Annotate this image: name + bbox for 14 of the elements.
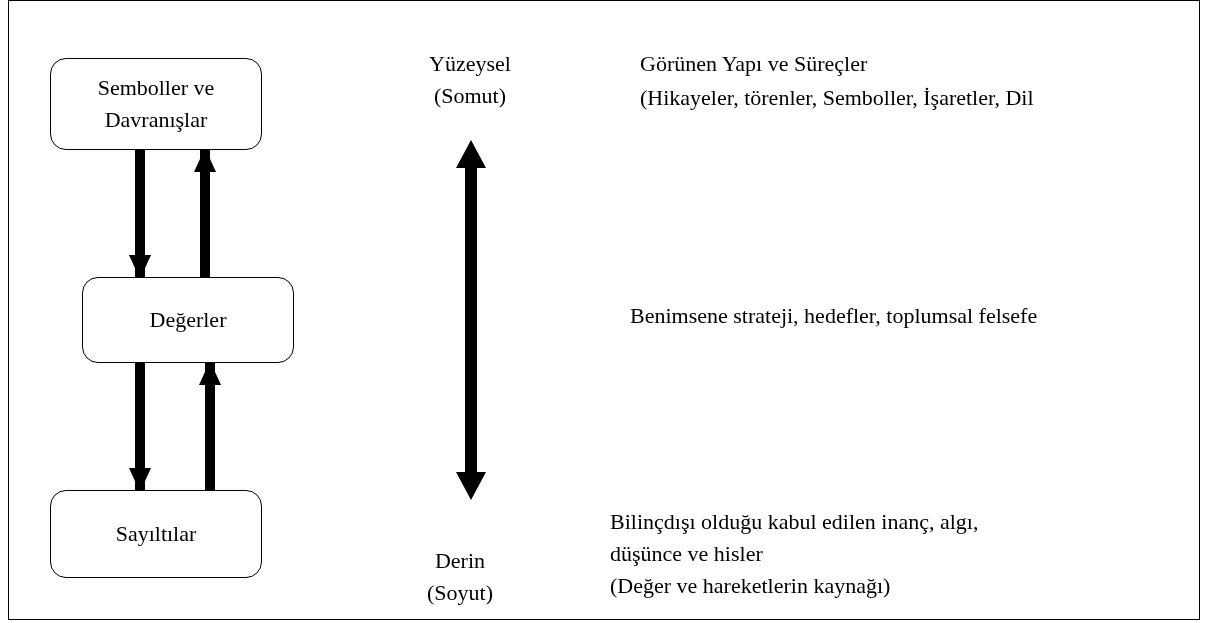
rounded-box: Sayıltılar: [50, 490, 262, 578]
annotation-text: Yüzeysel (Somut): [428, 50, 512, 110]
arrow: [129, 150, 151, 279]
annotation-text: Bilinçdışı olduğu kabul edilen inanç, algı, düşünce ve hisler: [610, 508, 980, 568]
arrow: [199, 361, 221, 490]
annotation-text: (Değer ve hareketlerin kaynağı): [610, 572, 892, 600]
annotation-text: (Hikayeler, törenler, Semboller, İşaretler, Dil: [640, 84, 1035, 112]
rounded-box: Semboller ve Davranışlar: [50, 58, 262, 150]
annotation-text: Derin (Soyut): [426, 547, 494, 607]
arrow: [129, 363, 151, 492]
arrow: [194, 148, 216, 277]
annotation-text: Benimsene strateji, hedefler, toplumsal felsefe: [630, 302, 1039, 330]
annotation-text: Görünen Yapı ve Süreçler: [640, 50, 869, 78]
rounded-box: Değerler: [82, 277, 294, 363]
